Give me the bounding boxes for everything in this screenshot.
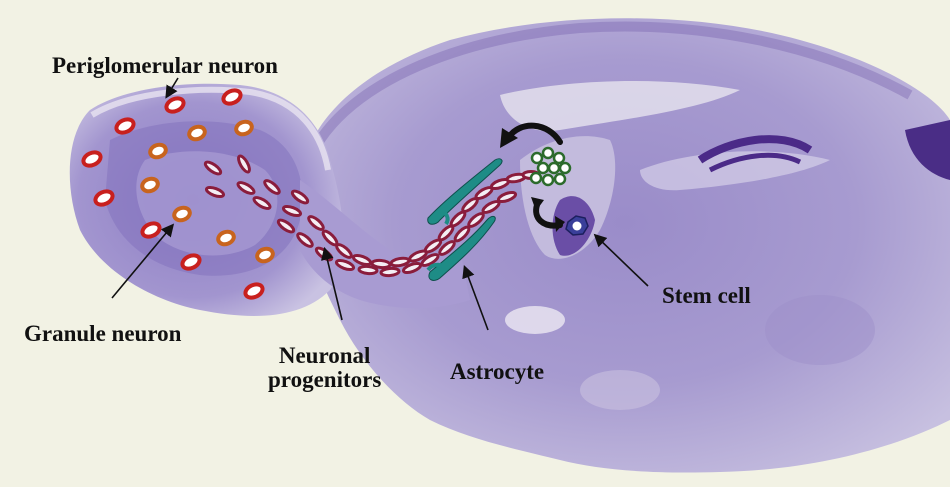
label-stem-cell: Stem cell [662,284,751,308]
label-astrocyte: Astrocyte [450,360,544,384]
label-progenitors-line1: Neuronal [268,344,381,368]
label-neuronal-progenitors: Neuronal progenitors [268,344,381,392]
label-granule-neuron: Granule neuron [24,322,181,346]
label-progenitors-line2: progenitors [268,368,381,392]
label-periglomerular-neuron: Periglomerular neuron [52,54,278,78]
